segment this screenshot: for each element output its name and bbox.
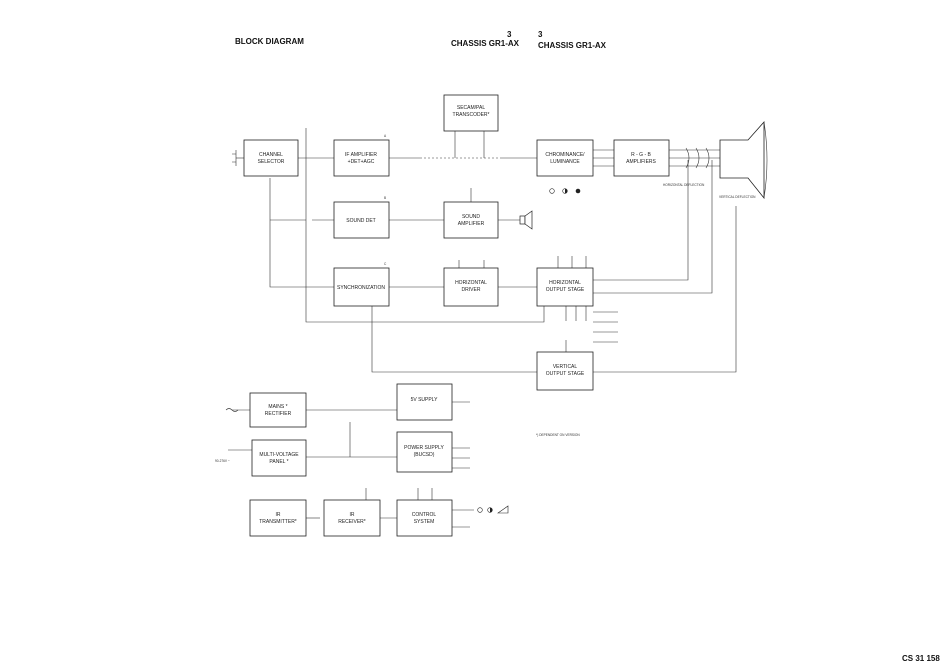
block-sound-det: SOUND DET B [333, 196, 390, 239]
svg-text:TRANSMITTER*: TRANSMITTER* [259, 519, 297, 525]
svg-text:LUMINANCE: LUMINANCE [550, 159, 580, 165]
svg-text:+DET+AGC: +DET+AGC [348, 159, 375, 165]
svg-text:RECTIFIER: RECTIFIER [265, 411, 292, 417]
mains-ac-icon [225, 408, 239, 412]
wires [228, 128, 760, 528]
svg-text:MAINS *: MAINS * [268, 404, 287, 410]
block-channel-selector: CHANNEL SELECTOR [243, 139, 299, 177]
svg-text:RECEIVER*: RECEIVER* [338, 519, 366, 525]
chassis-label-1: CHASSIS GR1-AX [451, 39, 520, 48]
svg-text:IF AMPLIFIER: IF AMPLIFIER [345, 152, 377, 158]
svg-text:HORIZONTAL: HORIZONTAL [455, 280, 487, 286]
svg-text:IR: IR [350, 512, 355, 518]
volume-icon [497, 188, 581, 514]
svg-text:SELECTOR: SELECTOR [258, 159, 285, 165]
block-synchronization: SYNCHRONIZATION C [333, 262, 390, 307]
block-power-supply: POWER SUPPLY (BUCSD) [396, 431, 453, 473]
svg-text:HORIZONTAL: HORIZONTAL [549, 280, 581, 286]
block-sound-amplifier: SOUND AMPLIFIER [443, 201, 499, 239]
drawing-code: CS 31 158 [902, 654, 940, 663]
svg-text:PANEL *: PANEL * [269, 459, 288, 465]
block-ir-receiver: IR RECEIVER* [323, 499, 381, 537]
svg-text:(BUCSD): (BUCSD) [414, 452, 435, 458]
chassis-number-1: 3 [507, 30, 512, 39]
svg-text:CONTROL: CONTROL [412, 512, 437, 518]
loudspeaker-icon [519, 210, 533, 230]
chassis-number-2: 3 [538, 30, 543, 39]
svg-text:OUTPUT STAGE: OUTPUT STAGE [546, 287, 585, 293]
label-vertical-deflection: VERTICAL DEFLECTION [719, 195, 756, 199]
svg-text:TRANSCODER*: TRANSCODER* [453, 112, 490, 118]
antenna-icon [232, 150, 237, 166]
block-mains-rectifier: MAINS * RECTIFIER [249, 392, 307, 428]
svg-text:AMPLIFIERS: AMPLIFIERS [626, 159, 656, 165]
block-horizontal-output-stage: HORIZONTAL OUTPUT STAGE [536, 267, 594, 307]
svg-text:5V SUPPLY: 5V SUPPLY [411, 397, 439, 403]
svg-text:VERTICAL: VERTICAL [553, 364, 578, 370]
svg-text:DRIVER: DRIVER [462, 287, 481, 293]
svg-text:SOUND: SOUND [462, 214, 480, 220]
svg-text:IR: IR [276, 512, 281, 518]
block-control-system: CONTROL SYSTEM [396, 499, 453, 537]
svg-text:C: C [384, 262, 387, 266]
svg-text:POWER SUPPLY: POWER SUPPLY [404, 445, 444, 451]
block-chrominance-luminance: CHROMINANCE/ LUMINANCE [536, 139, 594, 177]
svg-text:CHANNEL: CHANNEL [259, 152, 283, 158]
brightness-icon [477, 188, 555, 513]
svg-text:SYSTEM: SYSTEM [414, 519, 435, 525]
svg-text:A: A [384, 134, 387, 138]
block-ir-transmitter: IR TRANSMITTER* [249, 499, 307, 537]
svg-text:OUTPUT STAGE: OUTPUT STAGE [546, 371, 585, 377]
block-rgb-amplifiers: R - G - B AMPLIFIERS [613, 139, 670, 177]
block-secam-transcoder: SECAM/PAL TRANSCODER* [443, 94, 499, 132]
block-if-amplifier: IF AMPLIFIER +DET+AGC A [333, 134, 390, 177]
svg-text:SECAM/PAL: SECAM/PAL [457, 105, 485, 111]
label-horizontal-deflection: HORIZONTAL DEFLECTION [663, 183, 705, 187]
block-multi-voltage-panel: MULTI-VOLTAGE PANEL * [251, 439, 307, 477]
chassis-label-2: CHASSIS GR1-AX [538, 41, 607, 50]
contrast-icon [487, 188, 568, 513]
diagram-title: BLOCK DIAGRAM [235, 37, 304, 46]
svg-text:AMPLIFIER: AMPLIFIER [458, 221, 485, 227]
picture-tube-icon [685, 120, 768, 200]
label-dependent-note: *) DEPENDENT ON VERSION [536, 433, 580, 437]
block-horizontal-driver: HORIZONTAL DRIVER [443, 267, 499, 307]
svg-text:B: B [384, 196, 386, 200]
svg-text:R - G - B: R - G - B [631, 152, 651, 158]
svg-text:SOUND DET: SOUND DET [346, 218, 375, 224]
svg-text:SYNCHRONIZATION: SYNCHRONIZATION [337, 285, 385, 291]
block-vertical-output-stage: VERTICAL OUTPUT STAGE [536, 351, 594, 391]
svg-text:MULTI-VOLTAGE: MULTI-VOLTAGE [259, 452, 299, 458]
block-5v-supply: 5V SUPPLY [396, 383, 453, 421]
label-mains-voltage: 90-276V ~ [215, 459, 230, 463]
svg-text:CHROMINANCE/: CHROMINANCE/ [545, 152, 585, 158]
